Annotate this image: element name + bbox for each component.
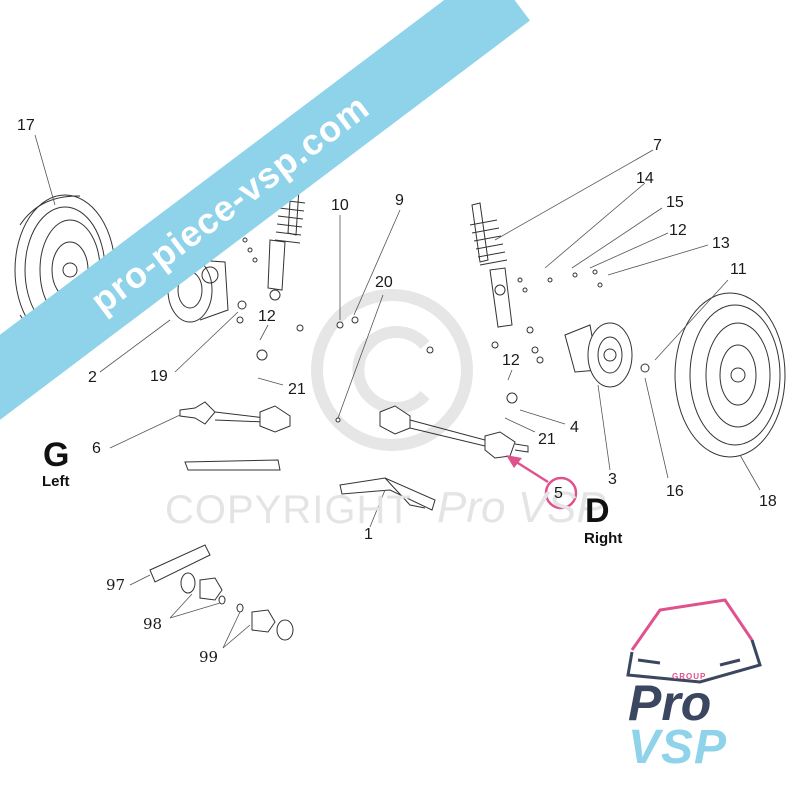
part-label-16: 16 [666,483,684,500]
left-side-word: Left [42,473,70,490]
lower-wishbone [339,477,436,511]
part-label-12-right: 12 [502,352,520,369]
part-label-11: 11 [730,261,747,278]
part-label-3: 3 [608,471,617,488]
part-label-12-right-top: 12 [669,222,687,239]
part-label-10: 10 [331,197,349,214]
provsp-logo: GROUP Pro VSP [620,590,770,775]
part-label-5: 5 [554,485,563,502]
part-label-13: 13 [712,235,730,252]
part-label-19: 19 [150,368,168,385]
part-label-7: 7 [653,137,662,154]
part-label-99: 99 [199,648,219,666]
right-side-word: Right [584,530,623,547]
part-label-98: 98 [143,615,163,633]
part-label-12-left: 12 [258,308,276,325]
copyright-brand-watermark: Pro VSP [437,483,606,532]
logo-car-outline [626,598,762,684]
logo-pro-text: Pro [628,675,712,731]
part-label-21-left: 21 [288,381,306,398]
right-steering-knuckle-hub [564,322,633,388]
part-label-4: 4 [570,419,579,436]
left-driveshaft [179,401,291,433]
part-label-21-right: 21 [538,431,556,448]
part-label-6: 6 [92,440,101,457]
left-lower-control-arm [184,459,281,471]
left-side-letter: G [43,436,70,474]
repair-kit-parts [149,544,294,641]
right-driveshaft [379,405,529,459]
right-shock-absorber [469,202,513,328]
highlight-part-5 [506,455,578,510]
part-label-15: 15 [666,194,684,211]
part-label-18: 18 [759,493,777,510]
logo-vsp-text: VSP [628,721,728,774]
right-tire [674,292,786,458]
copyright-symbol-watermark [311,289,473,451]
logo-group-text: GROUP [672,672,707,681]
part-label-9: 9 [395,192,404,209]
leader-lines [34,134,761,649]
part-label-1: 1 [364,526,373,543]
part-label-2: 2 [88,369,97,386]
part-label-14: 14 [636,170,654,187]
right-side-letter: D [585,492,610,530]
part-label-20: 20 [375,274,393,291]
part-label-97: 97 [106,576,126,594]
copyright-watermark: COPYRIGHT [165,488,412,532]
part-label-17: 17 [17,117,35,134]
